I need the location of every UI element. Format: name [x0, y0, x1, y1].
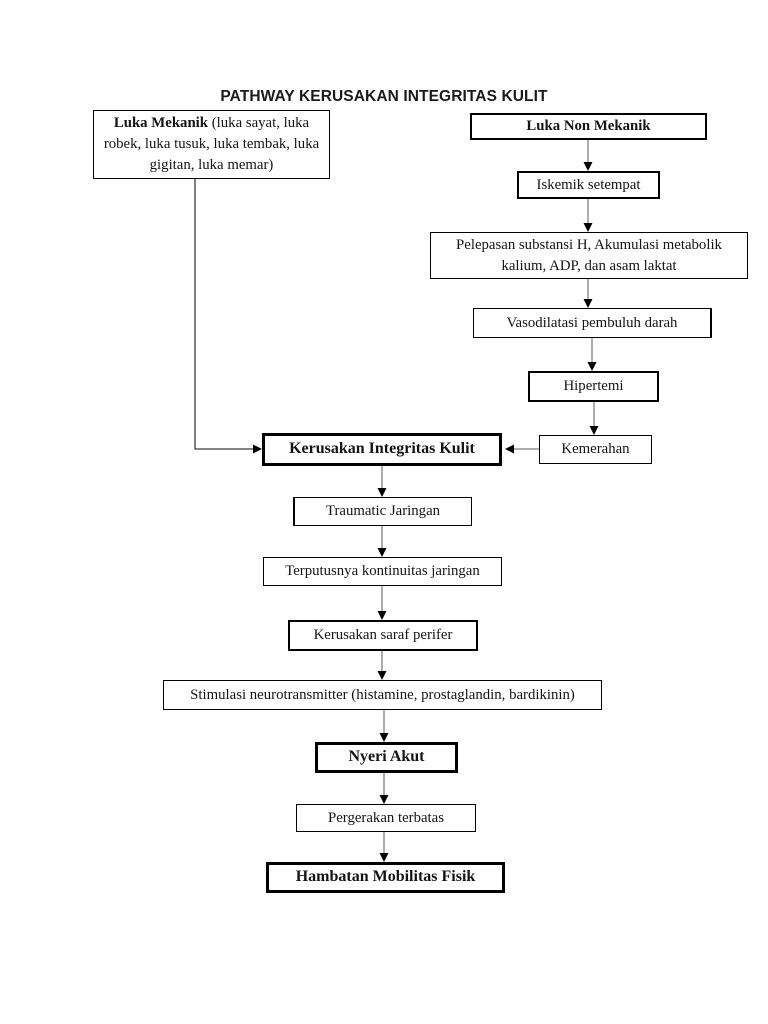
node-pergerakan-terbatas-label: Pergerakan terbatas: [328, 809, 444, 826]
node-kerusakan-saraf-perifer: Kerusakan saraf perifer: [288, 620, 478, 651]
node-pelepasan-substansi-label: Pelepasan substansi H, Akumulasi metabol…: [456, 236, 722, 274]
node-kemerahan-label: Kemerahan: [561, 441, 630, 458]
node-luka-non-mekanik: Luka Non Mekanik: [470, 113, 707, 140]
connector-luka-mekanik: [194, 179, 253, 450]
node-stimulasi-neurotransmitter-label: Stimulasi neurotransmitter (histamine, p…: [190, 686, 575, 703]
arrowhead: [377, 611, 387, 620]
arrowhead: [379, 733, 389, 742]
arrowhead: [505, 444, 514, 454]
node-iskemik-setempat: Iskemik setempat: [517, 171, 660, 199]
node-traumatic-jaringan-label: Traumatic Jaringan: [325, 503, 441, 520]
node-hambatan-mobilitas-fisik-label: Hambatan Mobilitas Fisik: [295, 868, 476, 886]
arrowhead: [583, 299, 593, 308]
arrowhead: [253, 444, 262, 454]
node-vasodilatasi: Vasodilatasi pembuluh darah: [473, 308, 712, 338]
node-pergerakan-terbatas: Pergerakan terbatas: [296, 804, 476, 832]
arrowhead: [587, 362, 597, 371]
node-terputusnya-kontinuitas: Terputusnya kontinuitas jaringan: [263, 557, 502, 586]
arrowhead: [377, 548, 387, 557]
node-nyeri-akut: Nyeri Akut: [315, 742, 458, 773]
page-title: PATHWAY KERUSAKAN INTEGRITAS KULIT: [220, 88, 548, 105]
node-kemerahan: Kemerahan: [539, 435, 652, 464]
node-hambatan-mobilitas-fisik: Hambatan Mobilitas Fisik: [266, 862, 505, 893]
arrowhead: [583, 223, 593, 232]
arrowhead: [377, 488, 387, 497]
node-pelepasan-substansi: Pelepasan substansi H, Akumulasi metabol…: [430, 232, 748, 279]
arrowhead: [583, 162, 593, 171]
arrowhead: [377, 671, 387, 680]
node-nyeri-akut-label: Nyeri Akut: [348, 748, 425, 766]
node-hipertemi: Hipertemi: [528, 371, 659, 402]
arrowhead: [379, 795, 389, 804]
node-vasodilatasi-label: Vasodilatasi pembuluh darah: [506, 314, 678, 331]
node-luka-mekanik: Luka Mekanik (luka sayat, luka robek, lu…: [93, 110, 330, 179]
node-traumatic-jaringan: Traumatic Jaringan: [293, 497, 472, 526]
node-kerusakan-integritas-kulit: Kerusakan Integritas Kulit: [262, 433, 502, 466]
node-iskemik-setempat-label: Iskemik setempat: [536, 176, 641, 193]
node-terputusnya-kontinuitas-label: Terputusnya kontinuitas jaringan: [285, 563, 480, 580]
node-hipertemi-label: Hipertemi: [563, 378, 624, 395]
node-stimulasi-neurotransmitter: Stimulasi neurotransmitter (histamine, p…: [163, 680, 602, 710]
node-kerusakan-saraf-perifer-label: Kerusakan saraf perifer: [313, 627, 453, 644]
node-kerusakan-integritas-kulit-label: Kerusakan Integritas Kulit: [289, 440, 475, 458]
node-luka-non-mekanik-label: Luka Non Mekanik: [526, 118, 651, 135]
arrowhead: [379, 853, 389, 862]
arrowhead: [589, 426, 599, 435]
node-luka-mekanik-label: Luka Mekanik (luka sayat, luka robek, lu…: [103, 115, 320, 173]
